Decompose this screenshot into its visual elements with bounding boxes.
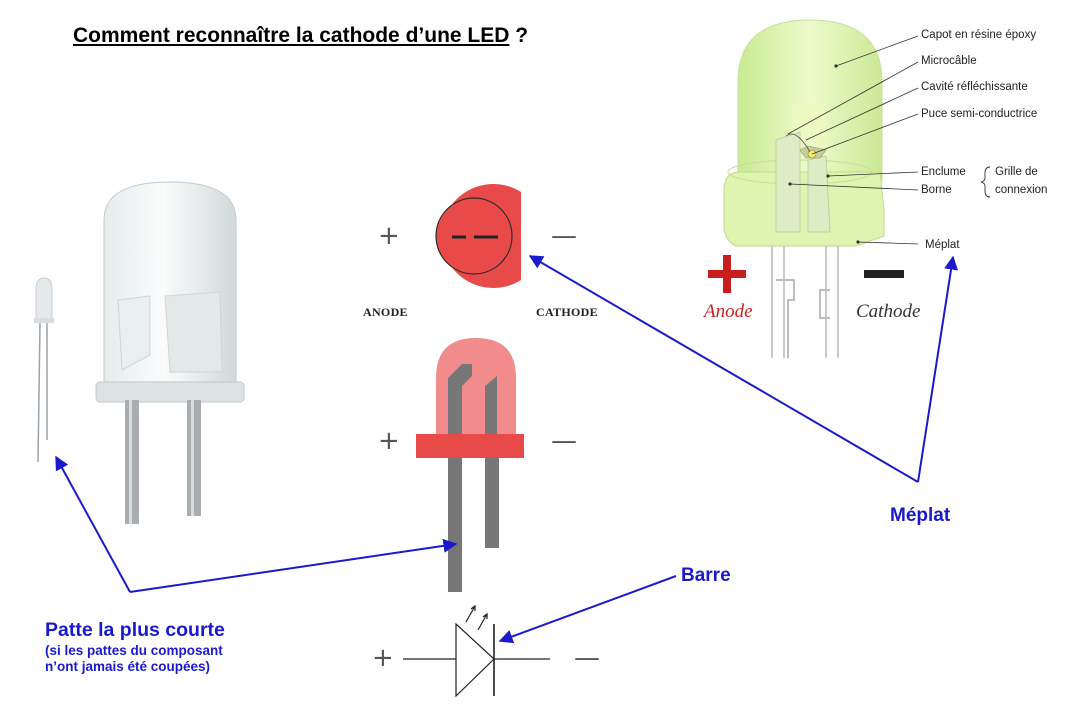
meplat-arrow-to-photo	[917, 255, 958, 483]
short-lead-arrow-to-photo	[55, 455, 131, 593]
short-lead-arrow-to-side-view	[129, 538, 458, 593]
callout-arrows	[55, 255, 958, 644]
barre-arrow	[498, 575, 677, 644]
label-microcable: Microcâble	[921, 55, 977, 67]
label-puce: Puce semi-conductrice	[921, 108, 1038, 120]
patte-note-line2: n’ont jamais été coupées)	[45, 659, 211, 674]
cathode-minus-sign	[864, 270, 904, 278]
large-led-photo	[95, 181, 245, 524]
anode-label: ANODE	[363, 305, 408, 319]
diode-schematic-symbol	[403, 604, 550, 698]
label-meplat-photo: Méplat	[925, 239, 960, 251]
callout-meplat: Méplat	[890, 505, 951, 526]
label-cavite: Cavité réfléchissante	[921, 81, 1028, 93]
symbol-plus: +	[372, 643, 394, 673]
anode-lead	[448, 458, 462, 592]
title-suffix: ?	[509, 24, 529, 47]
label-enclume: Enclume	[921, 166, 966, 178]
page-title: Comment reconnaître la cathode d’une LED…	[73, 24, 528, 48]
led-anatomy-photo	[708, 19, 991, 358]
label-grille-2: connexion	[995, 184, 1048, 196]
top-view-minus: —	[551, 221, 577, 251]
small-led-photo	[34, 277, 54, 463]
callout-barre: Barre	[681, 565, 731, 586]
label-anode-photo: Anode	[704, 301, 753, 322]
callout-patte: Patte la plus courte	[45, 619, 225, 641]
top-view-plus: +	[378, 221, 400, 251]
led-side-view	[416, 338, 524, 592]
title-main: Comment reconnaître la cathode d’une LED	[73, 24, 510, 47]
led-flange	[416, 434, 524, 458]
side-view-minus: —	[551, 426, 577, 456]
cathode-label: CATHODE	[536, 305, 598, 319]
label-grille-1: Grille de	[995, 166, 1038, 178]
patte-note-line1: (si les pattes du composant	[45, 643, 223, 658]
cathode-lead	[485, 458, 499, 548]
meplat-arrow-to-top-view	[528, 255, 919, 483]
label-borne: Borne	[921, 184, 952, 196]
led-top-view	[435, 184, 521, 288]
symbol-minus: —	[574, 643, 600, 673]
label-cathode-photo: Cathode	[856, 301, 921, 322]
side-view-plus: +	[378, 426, 400, 456]
label-capot: Capot en résine époxy	[921, 29, 1037, 41]
callout-patte-note: (si les pattes du composant n’ont jamais…	[45, 643, 223, 675]
